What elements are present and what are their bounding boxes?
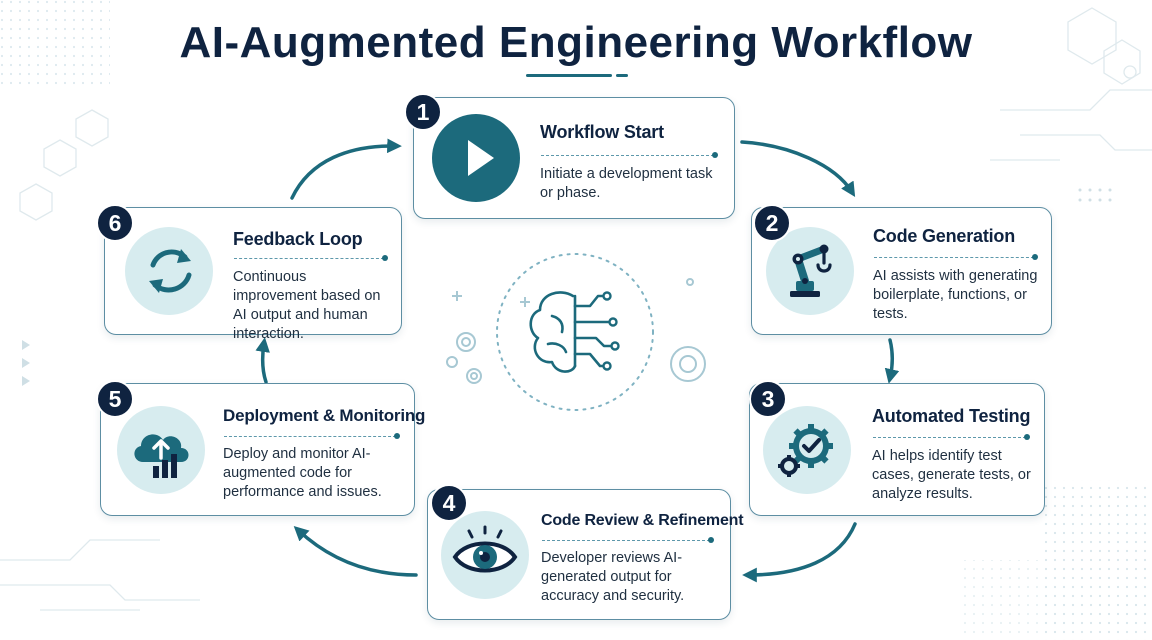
eye-icon <box>452 525 518 572</box>
refresh-cycle-icon <box>149 249 192 293</box>
title-underline-long <box>526 74 612 77</box>
step-divider <box>874 254 1038 260</box>
step-description: Deploy and monitor AI-augmented code for… <box>223 446 382 500</box>
page-title: AI-Augmented Engineering Workflow <box>179 18 973 67</box>
step-number-badge: 1 <box>404 93 442 131</box>
step-title: Code Generation <box>873 226 1016 246</box>
step-icon-wrap <box>766 227 854 315</box>
step-number-badge: 6 <box>96 204 134 242</box>
step-divider <box>541 152 718 158</box>
step-icon-wrap <box>432 114 520 202</box>
step-card-code-review: Code Review & Refinement Developer revie… <box>427 489 744 620</box>
play-icon <box>468 140 494 176</box>
step-description: Continuous improvement based on AI outpu… <box>233 269 381 342</box>
title-underline-short <box>616 74 628 77</box>
step-divider <box>873 434 1030 440</box>
step-title: Feedback Loop <box>233 229 363 249</box>
robot-arm-icon <box>790 244 832 297</box>
step-number-badge: 5 <box>96 380 134 418</box>
step-divider <box>234 255 388 261</box>
step-number-badge: 3 <box>749 380 787 418</box>
step-icon-wrap <box>441 510 529 599</box>
cloud-upload-chart-icon <box>134 433 189 478</box>
step-description: Developer reviews AI-generated output fo… <box>541 550 685 604</box>
step-card-deployment-monitoring: Deployment & Monitoring Deploy and monit… <box>100 383 425 516</box>
step-card-feedback-loop: Feedback Loop Continuous improvement bas… <box>104 207 402 342</box>
step-card-code-generation: Code Generation AI assists with generati… <box>751 207 1052 335</box>
step-title: Workflow Start <box>540 122 664 142</box>
gear-check-icon <box>778 423 833 477</box>
step-divider <box>224 433 400 439</box>
step-title: Automated Testing <box>872 406 1031 426</box>
step-description: Initiate a development task or phase. <box>540 166 713 201</box>
step-description: AI assists with generating boilerplate, … <box>873 268 1038 322</box>
step-divider <box>542 537 714 543</box>
step-title: Deployment & Monitoring <box>223 406 426 425</box>
step-icon-wrap <box>125 227 213 315</box>
step-card-automated-testing: Automated Testing AI helps identify test… <box>749 383 1045 516</box>
step-card-workflow-start: Workflow Start Initiate a development ta… <box>413 97 735 219</box>
step-description: AI helps identify test cases, generate t… <box>872 448 1031 502</box>
step-number-badge: 2 <box>753 204 791 242</box>
step-icon-wrap <box>763 405 851 494</box>
step-number-badge: 4 <box>430 484 468 522</box>
step-title: Code Review & Refinement <box>541 512 744 529</box>
step-icon-wrap <box>117 405 205 494</box>
